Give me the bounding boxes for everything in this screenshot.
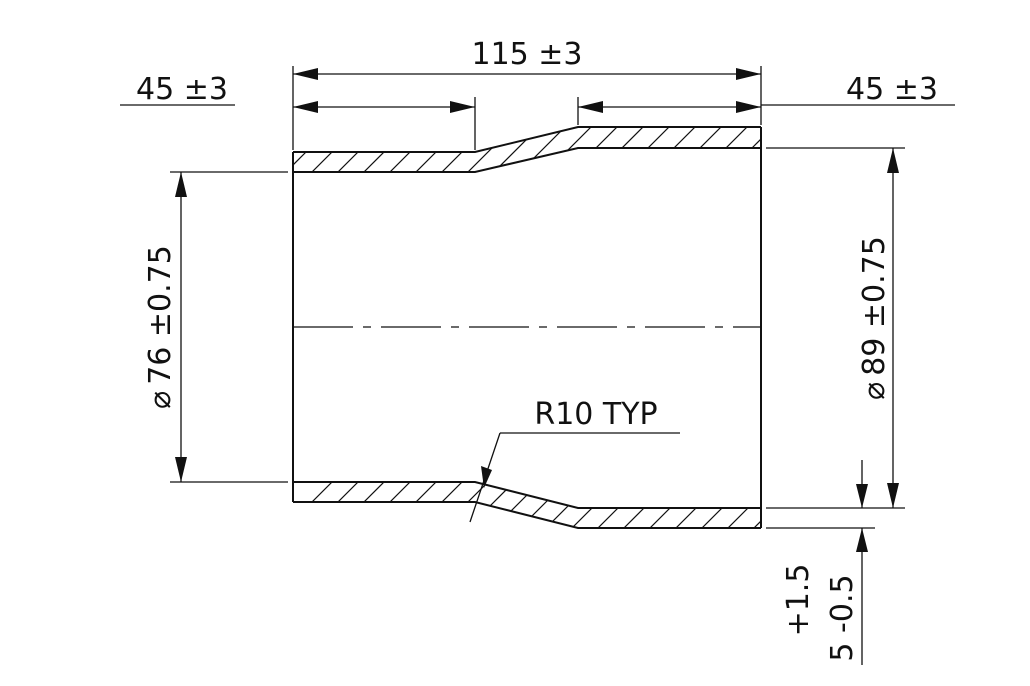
- wall-lower-tol-label: 5 -0.5: [825, 574, 860, 661]
- left-length-dimension: 45 ±3: [120, 72, 476, 150]
- wall-upper-tol-label: +1.5: [781, 564, 816, 637]
- hatch-line: [747, 482, 761, 528]
- hatch-line: [293, 127, 339, 172]
- hatch-line: [669, 482, 729, 528]
- hatch-line: [800, 476, 858, 534]
- hatch-line: [409, 482, 469, 528]
- overall-length-label: 115 ±3: [471, 37, 582, 72]
- hatch-line: [617, 482, 677, 528]
- small-diameter-value: 76 ±0.75: [143, 245, 178, 385]
- hatch-line: [643, 482, 703, 528]
- small-diameter-label: ⌀ 76 ±0.75: [143, 245, 178, 409]
- right-length-dimension: 45 ±3: [577, 72, 955, 125]
- left-length-label: 45 ±3: [136, 72, 228, 107]
- hatch-line: [695, 482, 755, 528]
- hatch-line: [487, 482, 547, 528]
- hatch-line: [305, 127, 365, 172]
- overall-length-dimension: 115 ±3: [292, 37, 762, 150]
- hatch-line: [383, 482, 443, 528]
- hatch-line: [357, 127, 417, 172]
- hatch-line: [513, 127, 573, 172]
- wall-thickness-dimension: +1.5 5 -0.5: [766, 460, 875, 665]
- hatch-line: [383, 127, 443, 172]
- radius-note-label: R10 TYP: [534, 397, 657, 432]
- hatch-line: [357, 482, 417, 528]
- small-diameter-dimension: ⌀ 76 ±0.75: [143, 171, 288, 483]
- hatch-line: [774, 476, 832, 534]
- hatch-line: [565, 482, 625, 528]
- radius-leader: R10 TYP: [469, 397, 680, 523]
- diameter-symbol-right: ⌀: [857, 382, 892, 400]
- hatch-line: [305, 482, 365, 528]
- large-diameter-value: 89 ±0.75: [857, 236, 892, 376]
- hatch-line: [409, 127, 469, 172]
- hatch-line: [487, 127, 547, 172]
- diameter-symbol-left: ⌀: [143, 391, 178, 409]
- large-diameter-label: ⌀ 89 ±0.75: [857, 236, 892, 400]
- hatch-line: [293, 482, 339, 528]
- hatch-line: [461, 482, 521, 528]
- hatch-line: [331, 127, 391, 172]
- right-length-label: 45 ±3: [846, 72, 938, 107]
- hatch-line: [591, 482, 651, 528]
- hatch-line: [774, 120, 832, 178]
- hatch-line: [461, 127, 521, 172]
- hatch-line: [331, 482, 391, 528]
- hatch-line: [721, 482, 761, 528]
- hatch-line: [800, 120, 858, 178]
- large-diameter-dimension: ⌀ 89 ±0.75: [766, 147, 905, 509]
